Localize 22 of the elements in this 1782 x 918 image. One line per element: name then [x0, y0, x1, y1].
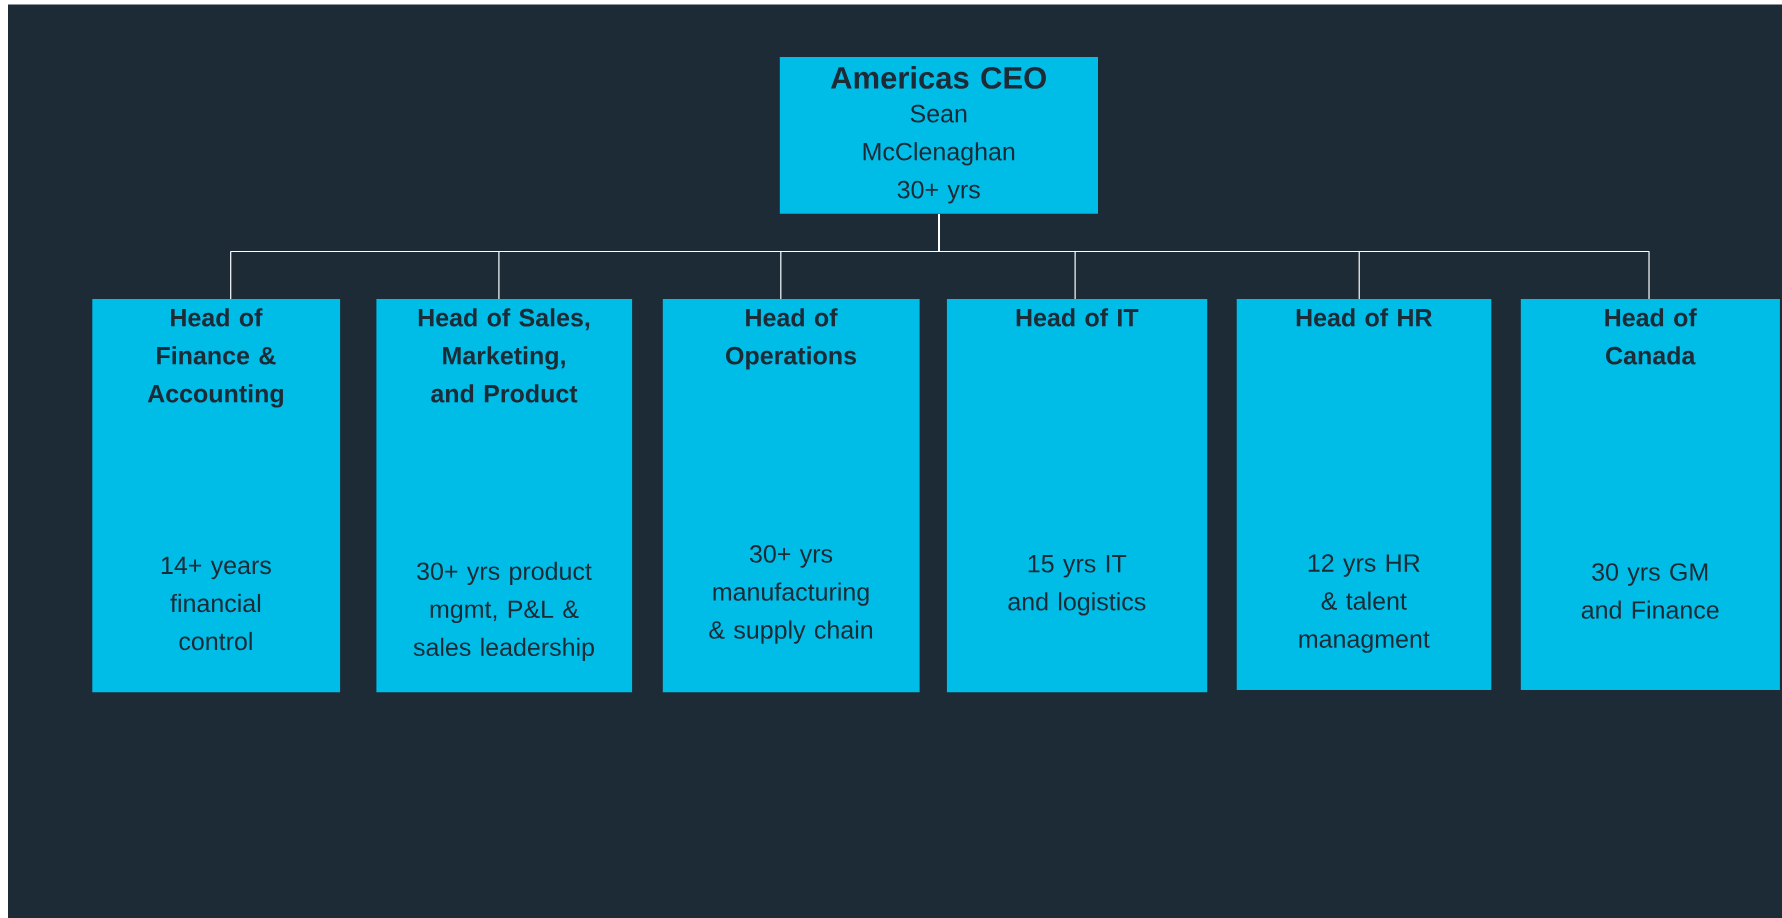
- role-title: Head of HR: [1296, 308, 1433, 327]
- experience-text: 15 yrs IT and logistics: [1008, 555, 1146, 616]
- connector-line: [938, 213, 1650, 300]
- role-title: Head of Sales, Marketing, and Product: [418, 308, 590, 403]
- role-box: [946, 299, 1208, 693]
- role-box: [662, 299, 920, 693]
- experience-text: 30 yrs GM and Finance: [1581, 563, 1719, 619]
- role-box: [92, 299, 341, 693]
- role-box: [1236, 299, 1492, 690]
- role-box: [376, 299, 633, 693]
- experience-text: 30+ yrs product mgmt, P&L & sales leadership: [413, 561, 594, 662]
- experience-text: 30+ yrs manufacturing & supply chain: [709, 545, 873, 644]
- role-title: Head of Finance & Accounting: [147, 308, 283, 408]
- role-title: Americas CEO: [830, 66, 1046, 89]
- person-details: Sean McClenaghan 30+ yrs: [863, 104, 1015, 204]
- role-title: Head of Canada: [1605, 308, 1697, 365]
- ceo-box: [779, 57, 1098, 214]
- role-box: [1520, 299, 1780, 690]
- role-title: Head of Operations: [726, 308, 856, 370]
- role-title: Head of IT: [1016, 308, 1139, 327]
- experience-text: 14+ years financial control: [161, 556, 271, 651]
- experience-text: 12 yrs HR & talent managment: [1299, 554, 1430, 653]
